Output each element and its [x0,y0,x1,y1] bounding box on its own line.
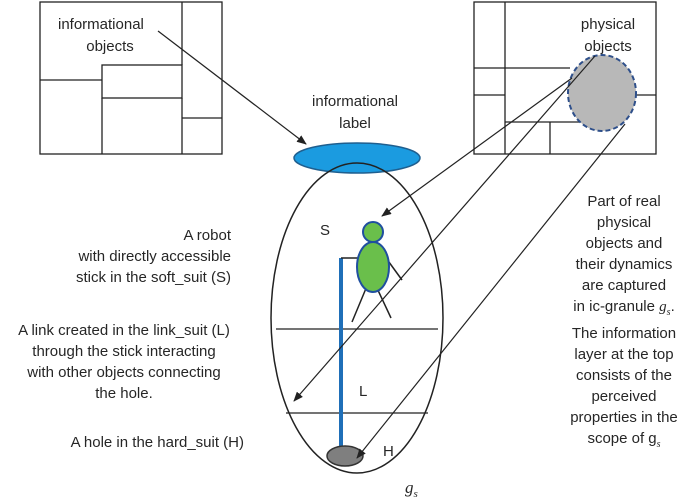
info-label-text-1: informational [312,93,398,110]
link-desc-line-3: with other objects connecting [27,364,221,381]
informational-label-ellipse [293,142,421,174]
robot-desc-line-3: stick in the soft_suit (S) [75,269,231,286]
robot-description: A robot with directly accessible stick i… [76,225,231,288]
region-h-label: H [383,443,394,460]
link-desc-line-4: the hole. [95,385,153,402]
robot-icon [341,221,403,323]
ic-granule [270,162,444,474]
arrow-info-objects-to-label [157,30,307,145]
physical-objects-box: physical objects [473,1,657,155]
right-line-3: objects and [585,235,663,252]
right-line-1: Part of real [587,193,661,210]
right-line-5: are captured [581,277,667,294]
link-desc-line-2: through the stick interacting [32,343,216,360]
right-line-4: their dynamics [575,256,673,273]
physical-objects-label-2: objects [584,38,632,55]
connection-arrows [157,30,626,459]
info-label-text-2: label [339,115,371,132]
hole-description: A hole in the hard_suit (H) [71,432,244,453]
right-line-8: layer at the top [574,346,674,363]
robot-desc-line-2: with directly accessible [78,248,231,265]
arrow-physical-to-link [293,55,596,402]
right-line-10: perceived [591,388,657,405]
hole-desc-line-1: A hole in the hard_suit (H) [70,434,244,451]
informational-objects-label-2: objects [86,38,134,55]
arrow-physical-to-hole [356,123,626,459]
region-s-label: S [320,222,330,239]
physical-objects-label-1: physical [581,16,635,33]
informational-objects-label-1: informational [58,16,144,33]
right-line-6: in ic-granule gs. [573,298,675,318]
region-l-label: L [359,383,367,400]
link-desc-line-1: A link created in the link_suit (L) [18,322,230,339]
granule-scope-symbol: gs [405,478,418,500]
robot-desc-line-1: A robot [183,227,231,244]
link-description: A link created in the link_suit (L) thro… [0,320,248,404]
right-line-11: properties in the [570,409,678,426]
right-line-7: The information [571,325,677,342]
arrow-physical-to-robot [381,77,573,217]
right-line-12: scope of gs [587,430,661,450]
right-line-2: physical [596,214,652,231]
informational-objects-box: informational objects [39,1,223,155]
physical-capture-description: Part of real physical objects and their … [565,191,683,455]
right-line-9: consists of the [576,367,672,384]
captured-physical-part [567,54,637,132]
hole-icon [326,445,364,467]
